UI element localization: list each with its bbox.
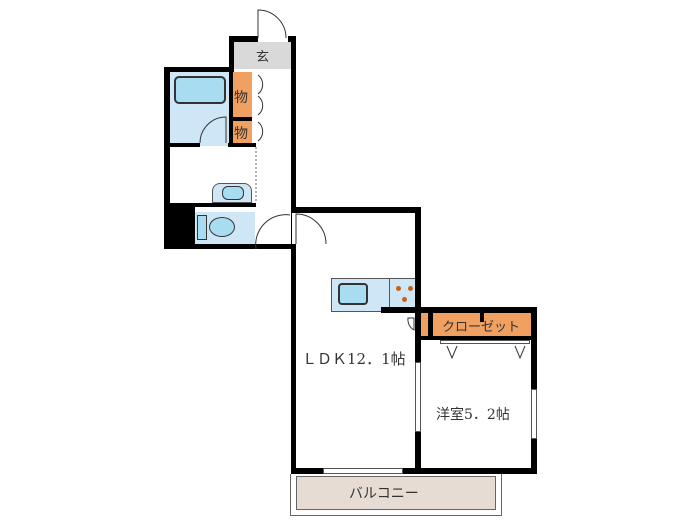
window[interactable] bbox=[323, 468, 403, 474]
wall bbox=[164, 67, 234, 72]
wall bbox=[228, 143, 256, 147]
toilet-bowl bbox=[209, 217, 235, 237]
wall bbox=[170, 143, 200, 147]
wall bbox=[164, 244, 296, 249]
entrance-door-gap[interactable] bbox=[258, 36, 288, 42]
washbasin bbox=[222, 186, 244, 200]
storage-2 bbox=[233, 121, 252, 143]
stove-burner-icon bbox=[408, 286, 413, 291]
storage-1 bbox=[233, 72, 252, 117]
kitchen-sink bbox=[338, 283, 368, 305]
stove-burner-icon bbox=[402, 297, 407, 302]
storage-2-label: 物 bbox=[234, 126, 248, 142]
ldk-label: ＬＤＫ12．1帖 bbox=[302, 350, 406, 368]
wall bbox=[291, 207, 421, 213]
wall bbox=[381, 307, 537, 313]
wall bbox=[291, 36, 296, 474]
window[interactable] bbox=[415, 362, 421, 432]
bathtub bbox=[174, 76, 226, 104]
closet-door-rail[interactable] bbox=[440, 340, 530, 344]
ldk-door-gap[interactable] bbox=[292, 213, 296, 244]
wall bbox=[164, 206, 195, 249]
stove-burner-icon bbox=[396, 286, 401, 291]
stove bbox=[389, 278, 420, 312]
wall bbox=[170, 203, 256, 207]
wall bbox=[420, 336, 531, 340]
wall bbox=[428, 313, 433, 338]
window[interactable] bbox=[531, 389, 537, 439]
toilet-tank bbox=[197, 215, 207, 240]
entrance-label: 玄 bbox=[256, 50, 270, 65]
wall bbox=[480, 313, 484, 322]
wall bbox=[229, 36, 234, 72]
wall bbox=[291, 468, 537, 474]
closet-area bbox=[420, 313, 532, 337]
western-room-label: 洋室5．2帖 bbox=[436, 407, 510, 423]
wall bbox=[164, 67, 170, 249]
balcony-label: バルコニー bbox=[349, 486, 419, 502]
wall bbox=[415, 207, 421, 473]
closet-label: クローゼット bbox=[442, 320, 521, 335]
storage-1-label: 物 bbox=[234, 90, 248, 106]
wall bbox=[229, 72, 233, 147]
wall bbox=[233, 117, 252, 121]
balcony-area bbox=[296, 476, 496, 510]
balcony-outline bbox=[290, 474, 502, 516]
entrance-area bbox=[234, 42, 292, 69]
